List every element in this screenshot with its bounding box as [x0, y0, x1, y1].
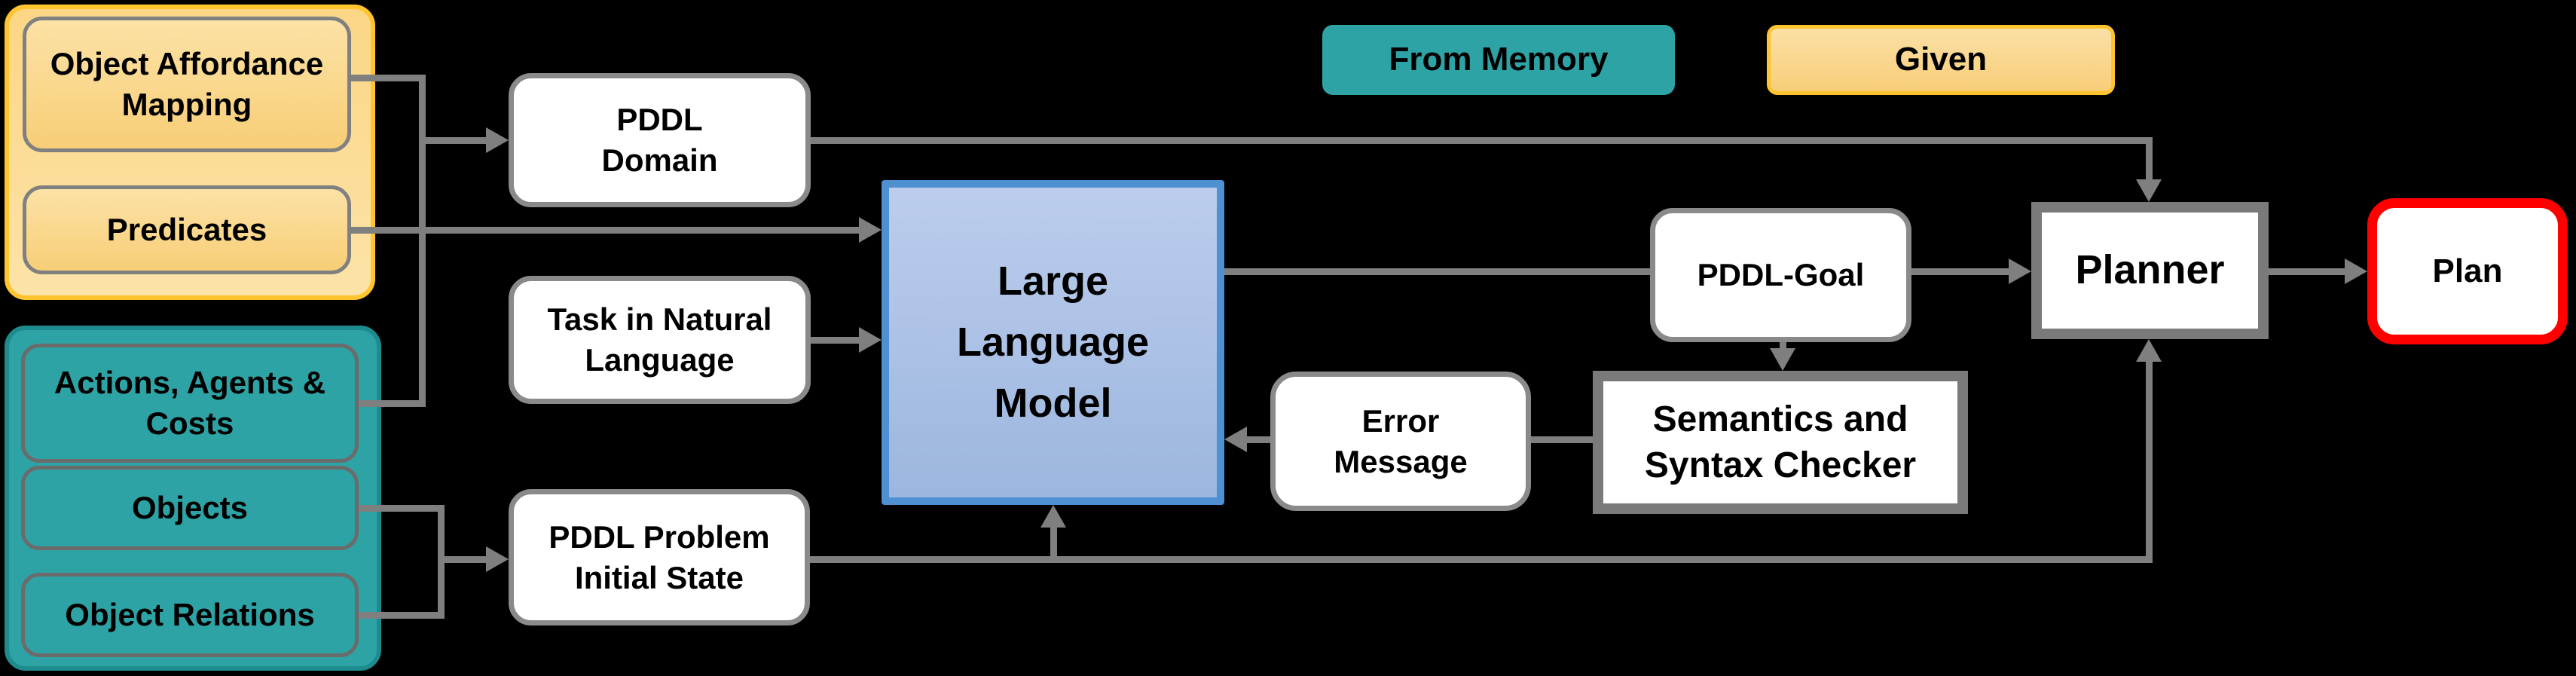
node-pddl-problem-initial-state: PDDL Problem Initial State: [509, 489, 810, 626]
node-planner: Planner: [2031, 202, 2269, 339]
arrowhead-task-into-llm: [859, 327, 882, 353]
connector-oam-out: [347, 75, 422, 81]
arrowhead-problem-into-llm-bottom: [1040, 505, 1066, 528]
connector-objects-out: [354, 505, 445, 512]
connector-actions-out: [354, 400, 426, 407]
arrowhead-goal-into-planner: [2009, 258, 2031, 284]
node-objects: Objects: [21, 466, 359, 550]
legend-given-label: Given: [1894, 41, 1988, 78]
arrowhead-into-pddl-problem: [486, 546, 509, 572]
connector-pddl-goal-to-planner: [1908, 268, 2011, 275]
connector-pddl-domain-to-planner-v: [2146, 137, 2153, 182]
connector-planner-to-plan: [2266, 268, 2347, 275]
node-plan-label: Plan: [2432, 252, 2503, 289]
arrowhead-domain-into-planner-top: [2136, 179, 2162, 202]
arrowhead-into-pddl-domain: [486, 127, 509, 153]
connector-rail-to-pddl-domain: [419, 137, 488, 144]
node-planner-label: Planner: [2075, 247, 2225, 293]
connector-checker-to-error: [1528, 436, 1596, 443]
connector-task-to-llm: [806, 337, 861, 344]
node-pddl-goal: PDDL-Goal: [1650, 208, 1911, 342]
connector-predicates-to-llm: [347, 227, 861, 234]
node-object-relations: Object Relations: [21, 573, 359, 657]
node-actions-agents-costs-label: Actions, Agents & Costs: [53, 365, 326, 441]
node-predicates-label: Predicates: [106, 212, 267, 248]
node-semantics-syntax-checker: Semantics and Syntax Checker: [1593, 371, 1968, 514]
arrowhead-error-into-llm: [1224, 427, 1247, 452]
connector-rail-to-pddl-problem: [438, 556, 488, 563]
legend-given: Given: [1767, 25, 2115, 95]
node-large-language-model-label: Large Language Model: [956, 258, 1150, 426]
arrowhead-predicates-into-llm: [859, 217, 882, 243]
connector-pddl-domain-to-planner-h: [808, 137, 2153, 144]
arrowhead-problem-into-planner-bottom: [2136, 339, 2162, 362]
connector-problem-bottom-rail: [807, 556, 2153, 563]
node-objects-label: Objects: [131, 490, 249, 526]
legend-from-memory-label: From Memory: [1389, 41, 1609, 78]
legend-from-memory: From Memory: [1322, 25, 1675, 95]
connector-error-to-llm: [1243, 436, 1273, 443]
node-pddl-domain-label: PDDL Domain: [601, 102, 718, 178]
connector-pddl-goal-to-checker: [1780, 339, 1786, 351]
node-pddl-domain: PDDL Domain: [509, 73, 811, 207]
node-pddl-problem-initial-state-label: PDDL Problem Initial State: [549, 518, 770, 595]
node-large-language-model: Large Language Model: [882, 180, 1224, 505]
node-error-message: Error Message: [1270, 372, 1531, 511]
node-plan: Plan: [2367, 198, 2568, 344]
node-object-affordance-mapping-label: Object Affordance Mapping: [50, 46, 324, 122]
node-task-in-natural-language: Task in Natural Language: [509, 276, 811, 404]
node-error-message-label: Error Message: [1334, 402, 1468, 479]
node-actions-agents-costs: Actions, Agents & Costs: [21, 344, 359, 463]
arrowhead-into-plan: [2345, 258, 2367, 284]
connector-rail-to-llm-bottom: [1050, 525, 1057, 559]
node-object-relations-label: Object Relations: [65, 597, 315, 633]
node-predicates: Predicates: [23, 185, 351, 274]
node-task-in-natural-language-label: Task in Natural Language: [547, 301, 772, 378]
connector-llm-to-pddl-goal: [1221, 268, 1652, 275]
node-semantics-syntax-checker-label: Semantics and Syntax Checker: [1644, 399, 1917, 485]
node-object-affordance-mapping: Object Affordance Mapping: [23, 17, 351, 152]
connector-left-rail: [419, 75, 426, 407]
connector-rail-to-planner-bottom: [2146, 359, 2153, 559]
connector-object-relations-out: [354, 612, 445, 619]
arrowhead-goal-into-checker: [1770, 348, 1795, 371]
node-pddl-goal-label: PDDL-Goal: [1697, 257, 1865, 293]
